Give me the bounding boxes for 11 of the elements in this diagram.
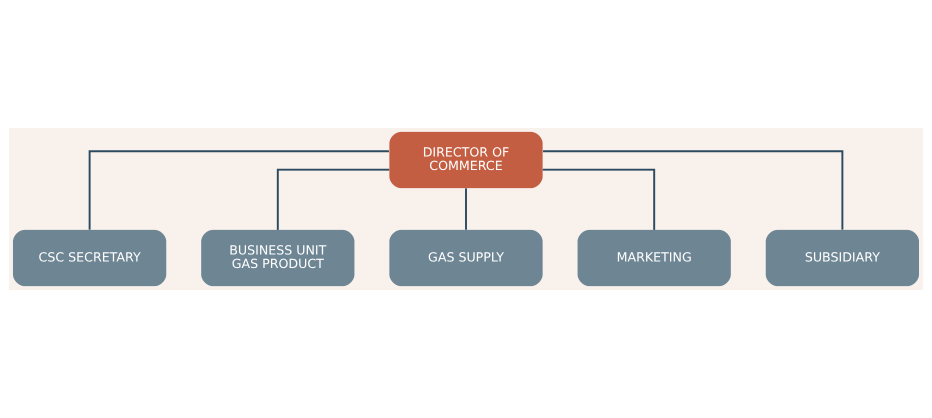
node-box: SUBSIDIARY	[766, 230, 920, 286]
node-box: GAS SUPPLY	[389, 230, 543, 286]
connector	[88, 150, 389, 230]
node-box: DIRECTOR OF COMMERCE	[389, 132, 543, 188]
connector	[542, 168, 656, 230]
connector	[276, 168, 390, 230]
node-box: CSC SECRETARY	[12, 230, 166, 286]
node-box: MARKETING	[578, 230, 731, 286]
connector	[543, 150, 844, 230]
node-box: BUSINESS UNIT GAS PRODUCT	[201, 230, 354, 286]
connector	[465, 188, 467, 230]
